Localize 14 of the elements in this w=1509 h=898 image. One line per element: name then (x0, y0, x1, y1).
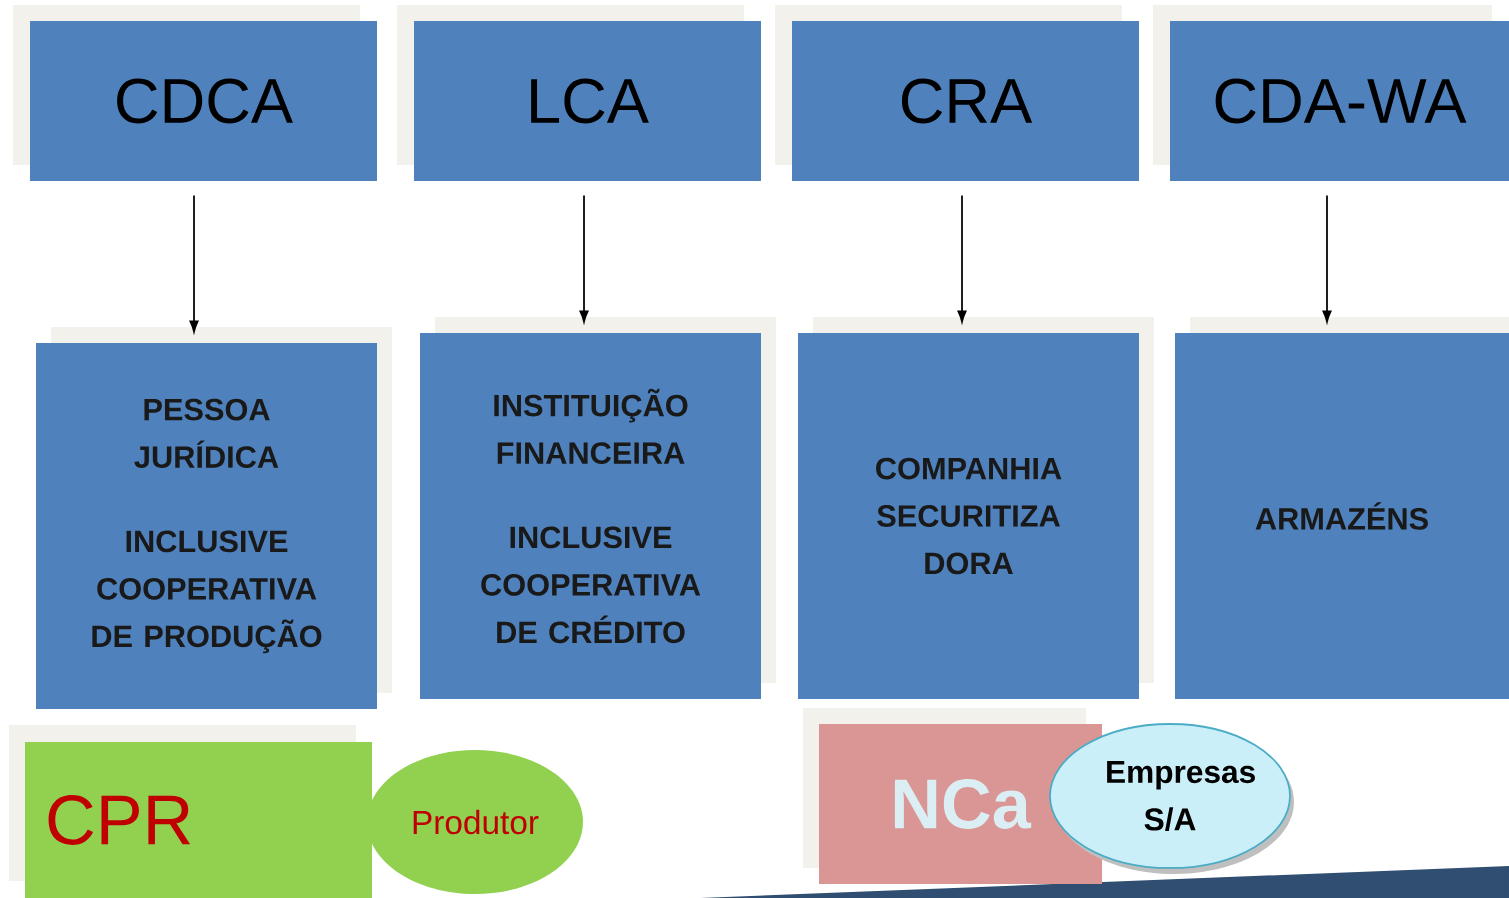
arrow (579, 194, 589, 323)
process-box: INSTITUIÇÃO FINANCEIRA INCLUSIVE COOPERATIVA DE CRÉDITO (420, 333, 761, 699)
arrow (1322, 194, 1332, 323)
heading-box: CRA (792, 21, 1139, 181)
heading-box: LCA (414, 21, 761, 181)
arrow (957, 194, 967, 323)
arrow (189, 194, 199, 333)
process-box: PESSOA JURÍDICA INCLUSIVE COOPERATIVA DE PRODUÇÃO (36, 343, 377, 709)
label-box: CPR (25, 742, 372, 898)
label-box: NCa (819, 724, 1102, 884)
heading-box: CDA-WA (1170, 21, 1509, 181)
process-box: ARMAZÉNS (1175, 333, 1509, 699)
heading-box: CDCA (30, 21, 377, 181)
process-box: COMPANHIA SECURITIZA DORA (798, 333, 1139, 699)
